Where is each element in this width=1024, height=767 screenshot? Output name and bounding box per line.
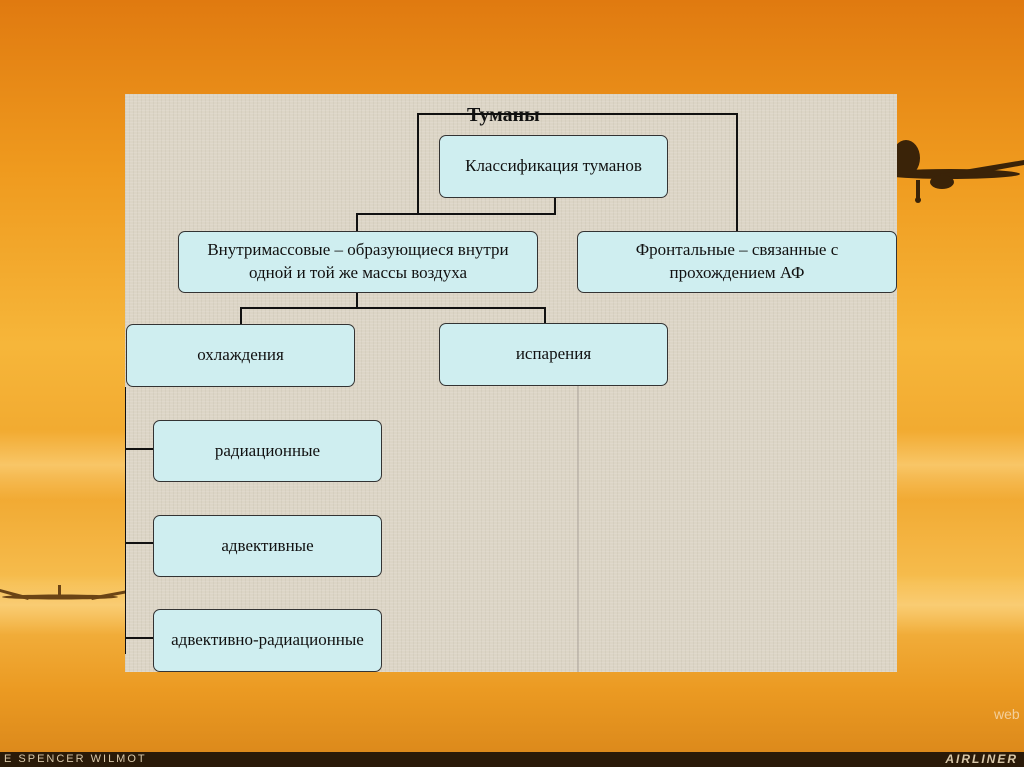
node-classification-label: Классификация туманов <box>465 156 642 176</box>
diagram-title: Туманы <box>467 104 540 126</box>
diagram-connectors <box>125 113 738 672</box>
watermark-text: web <box>994 706 1020 722</box>
node-intramass: Внутримассовые – образующиеся внутри одн… <box>178 231 538 293</box>
diagram-panel: Туманы Классификация туманов Внутримассо… <box>125 94 897 672</box>
node-radiation: радиационные <box>153 420 382 482</box>
photo-source-logo: AIRLINER <box>945 752 1018 766</box>
node-frontal-label: Фронтальные – связанные с прохождением А… <box>635 240 839 282</box>
node-evaporation-label: испарения <box>515 344 592 364</box>
node-classification: Классификация туманов <box>439 135 668 198</box>
node-advective-label: адвективные <box>221 535 314 555</box>
airplane-silhouette-small <box>0 585 128 600</box>
node-cooling-label: охлаждения <box>197 345 284 365</box>
photo-credit-strip <box>0 752 1024 767</box>
node-frontal: Фронтальные – связанные с прохождением А… <box>577 231 897 293</box>
node-advective-radiation: адвективно-радиационные <box>153 609 382 672</box>
node-radiation-label: радиационные <box>214 440 321 460</box>
airplane-silhouette <box>880 140 1024 203</box>
node-advective-radiation-label: адвективно-радиационные <box>171 630 364 650</box>
photo-credit: E SPENCER WILMOT <box>4 753 147 765</box>
node-advective: адвективные <box>153 515 382 577</box>
node-cooling: охлаждения <box>126 324 355 387</box>
node-evaporation: испарения <box>439 323 668 386</box>
node-intramass-label: Внутримассовые – образующиеся внутри одн… <box>207 240 509 282</box>
